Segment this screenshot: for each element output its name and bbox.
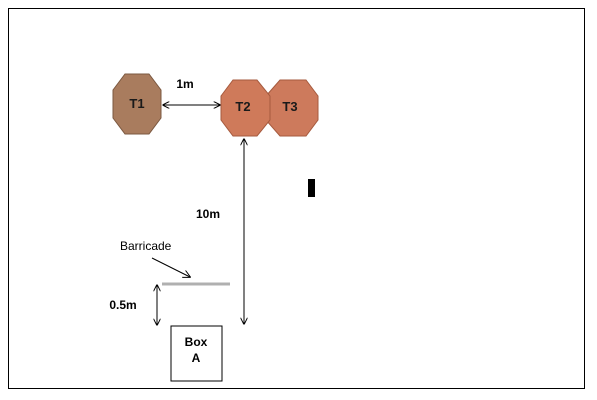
barricade-label: Barricade bbox=[120, 239, 172, 253]
range-label: 10m bbox=[196, 207, 220, 221]
gap-label: 0.5m bbox=[109, 298, 136, 312]
diagram-border bbox=[8, 8, 585, 389]
target-t2-shape bbox=[220, 79, 271, 137]
target-t1: T1 bbox=[112, 73, 162, 135]
box-a-label-line2: A bbox=[192, 351, 201, 365]
target-t1-label: T1 bbox=[129, 96, 144, 111]
box-a-label-line1: Box bbox=[185, 335, 208, 349]
position-marker bbox=[308, 179, 315, 197]
box-a-outline bbox=[170, 325, 223, 382]
box-a: Box A bbox=[170, 325, 223, 382]
barricade-pointer-arrow bbox=[151, 257, 190, 277]
target-t3-label: T3 bbox=[282, 99, 297, 114]
target-t2: T2 bbox=[220, 79, 271, 137]
spacing-label: 1m bbox=[176, 77, 193, 91]
target-t3: T3 bbox=[265, 79, 319, 137]
target-t2-label: T2 bbox=[235, 99, 250, 114]
target-t1-shape bbox=[112, 73, 162, 135]
